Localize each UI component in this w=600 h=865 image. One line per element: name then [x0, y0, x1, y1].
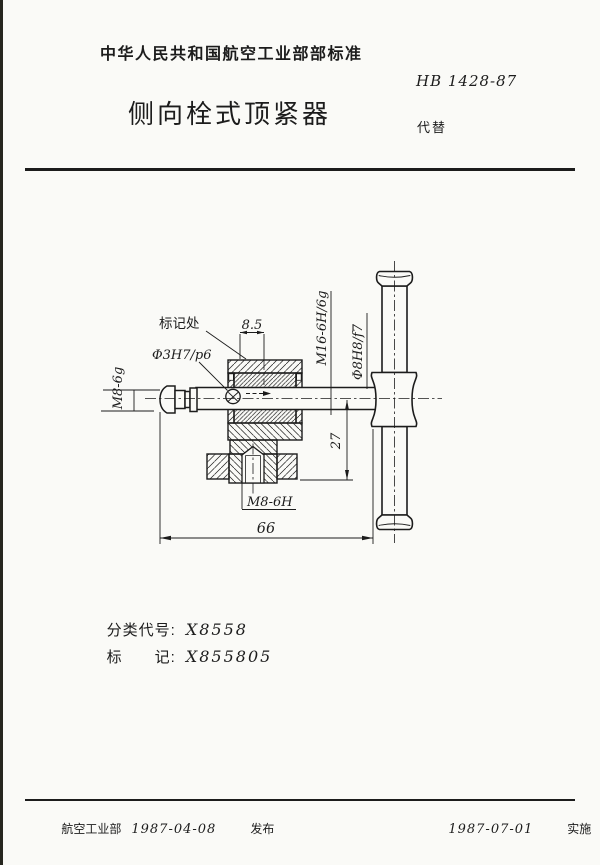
label-pin-fit: Φ3H7/p6: [152, 348, 212, 363]
cross-pin: [225, 388, 271, 405]
handle-hub: [370, 371, 418, 428]
t-handle: [370, 270, 418, 531]
footer-effective-label: 实施: [567, 822, 592, 836]
classification-code-value: X8558: [185, 620, 248, 639]
footer-effective-date: 1987-07-01: [448, 822, 534, 837]
classification-code-label: 分类代号:: [106, 622, 176, 639]
footer-rule: [25, 799, 575, 801]
label-bottom-thread: M8-6H: [246, 495, 293, 510]
doc-number: HB 1428-87: [416, 72, 518, 90]
footer-issue-date: 1987-04-08: [131, 822, 217, 837]
slot-direction-arrow: [263, 391, 271, 396]
centerlines: [145, 261, 442, 543]
marking-code-line: 标 记: X855805: [86, 629, 272, 684]
org-standard-line: 中华人民共和国航空工业部部标准: [100, 46, 363, 63]
replaces-note: 代替: [417, 120, 448, 135]
dimension-lines: [101, 291, 374, 544]
header-rule: [25, 168, 575, 171]
marking-code-label: 标 记:: [106, 649, 176, 666]
label-marking-spot: 标记处: [159, 316, 200, 331]
body-block: [206, 359, 303, 484]
label-body-thread: M16-6H/6g: [315, 291, 330, 367]
dim-overall-length: 66: [257, 521, 275, 537]
label-shaft-fit: Φ8H8/f7: [351, 323, 366, 380]
footer-issuer: 航空工业部: [61, 822, 122, 836]
classification-code-line: 分类代号: X8558: [86, 602, 248, 657]
shaft-head: [159, 385, 176, 414]
handle-top-flare: [375, 270, 414, 287]
dim-marking-width: 8.5: [242, 318, 263, 333]
scan-edge-artifact: [0, 0, 3, 865]
footer-issue-label: 发布: [250, 822, 275, 836]
page-title: 侧向栓式顶紧器: [128, 100, 332, 130]
footer-issue-info: 航空工业部 1987-04-08 发布: [48, 806, 274, 851]
marking-code-value: X855805: [185, 647, 273, 666]
label-left-thread: M8-6g: [111, 367, 126, 411]
footer-effective-info: 1987-07-01 实施: [435, 806, 591, 851]
dim-axis-to-base: 27: [329, 432, 344, 450]
